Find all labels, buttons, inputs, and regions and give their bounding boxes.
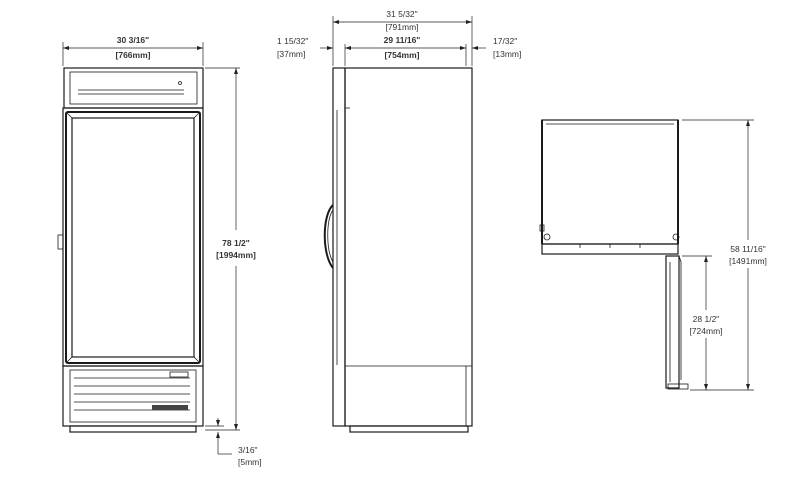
front-width-dimension: 30 3/16" [766mm] xyxy=(62,35,204,66)
front-leg-imperial: 3/16" xyxy=(238,445,258,455)
side-door-metric: [37mm] xyxy=(277,49,305,59)
side-body-dimension: 29 11/16" [754mm] xyxy=(344,35,467,66)
front-leg-metric: [5mm] xyxy=(238,457,262,467)
front-width-imperial: 30 3/16" xyxy=(117,35,149,45)
front-view xyxy=(57,67,204,433)
side-rear-dimension: 17/32" [13mm] xyxy=(472,36,521,59)
side-overall-imperial: 31 5/32" xyxy=(386,9,417,19)
side-rear-metric: [13mm] xyxy=(493,49,521,59)
side-overall-metric: [791mm] xyxy=(385,22,418,32)
top-depth-metric: [1491mm] xyxy=(729,256,767,266)
top-swing-imperial: 28 1/2" xyxy=(693,314,720,324)
side-door-imperial: 1 15/32" xyxy=(277,36,308,46)
side-view xyxy=(323,67,473,433)
top-swing-dimension: 28 1/2" [724mm] xyxy=(682,255,723,390)
side-body-metric: [754mm] xyxy=(385,50,420,60)
side-rear-imperial: 17/32" xyxy=(493,36,517,46)
front-width-metric: [766mm] xyxy=(116,50,151,60)
side-door-dimension: 1 15/32" [37mm] xyxy=(277,36,333,59)
top-view xyxy=(539,119,689,390)
top-depth-dimension: 58 11/16" [1491mm] xyxy=(682,119,767,391)
top-swing-metric: [724mm] xyxy=(689,326,722,336)
front-height-metric: [1994mm] xyxy=(216,250,256,260)
side-overall-dimension: 31 5/32" [791mm] xyxy=(332,9,473,66)
front-leg-dimension: 3/16" [5mm] xyxy=(205,418,262,467)
front-height-dimension: 78 1/2" [1994mm] xyxy=(205,67,256,431)
front-height-imperial: 78 1/2" xyxy=(222,238,250,248)
side-body-imperial: 29 11/16" xyxy=(384,35,421,45)
top-depth-imperial: 58 11/16" xyxy=(730,244,765,254)
